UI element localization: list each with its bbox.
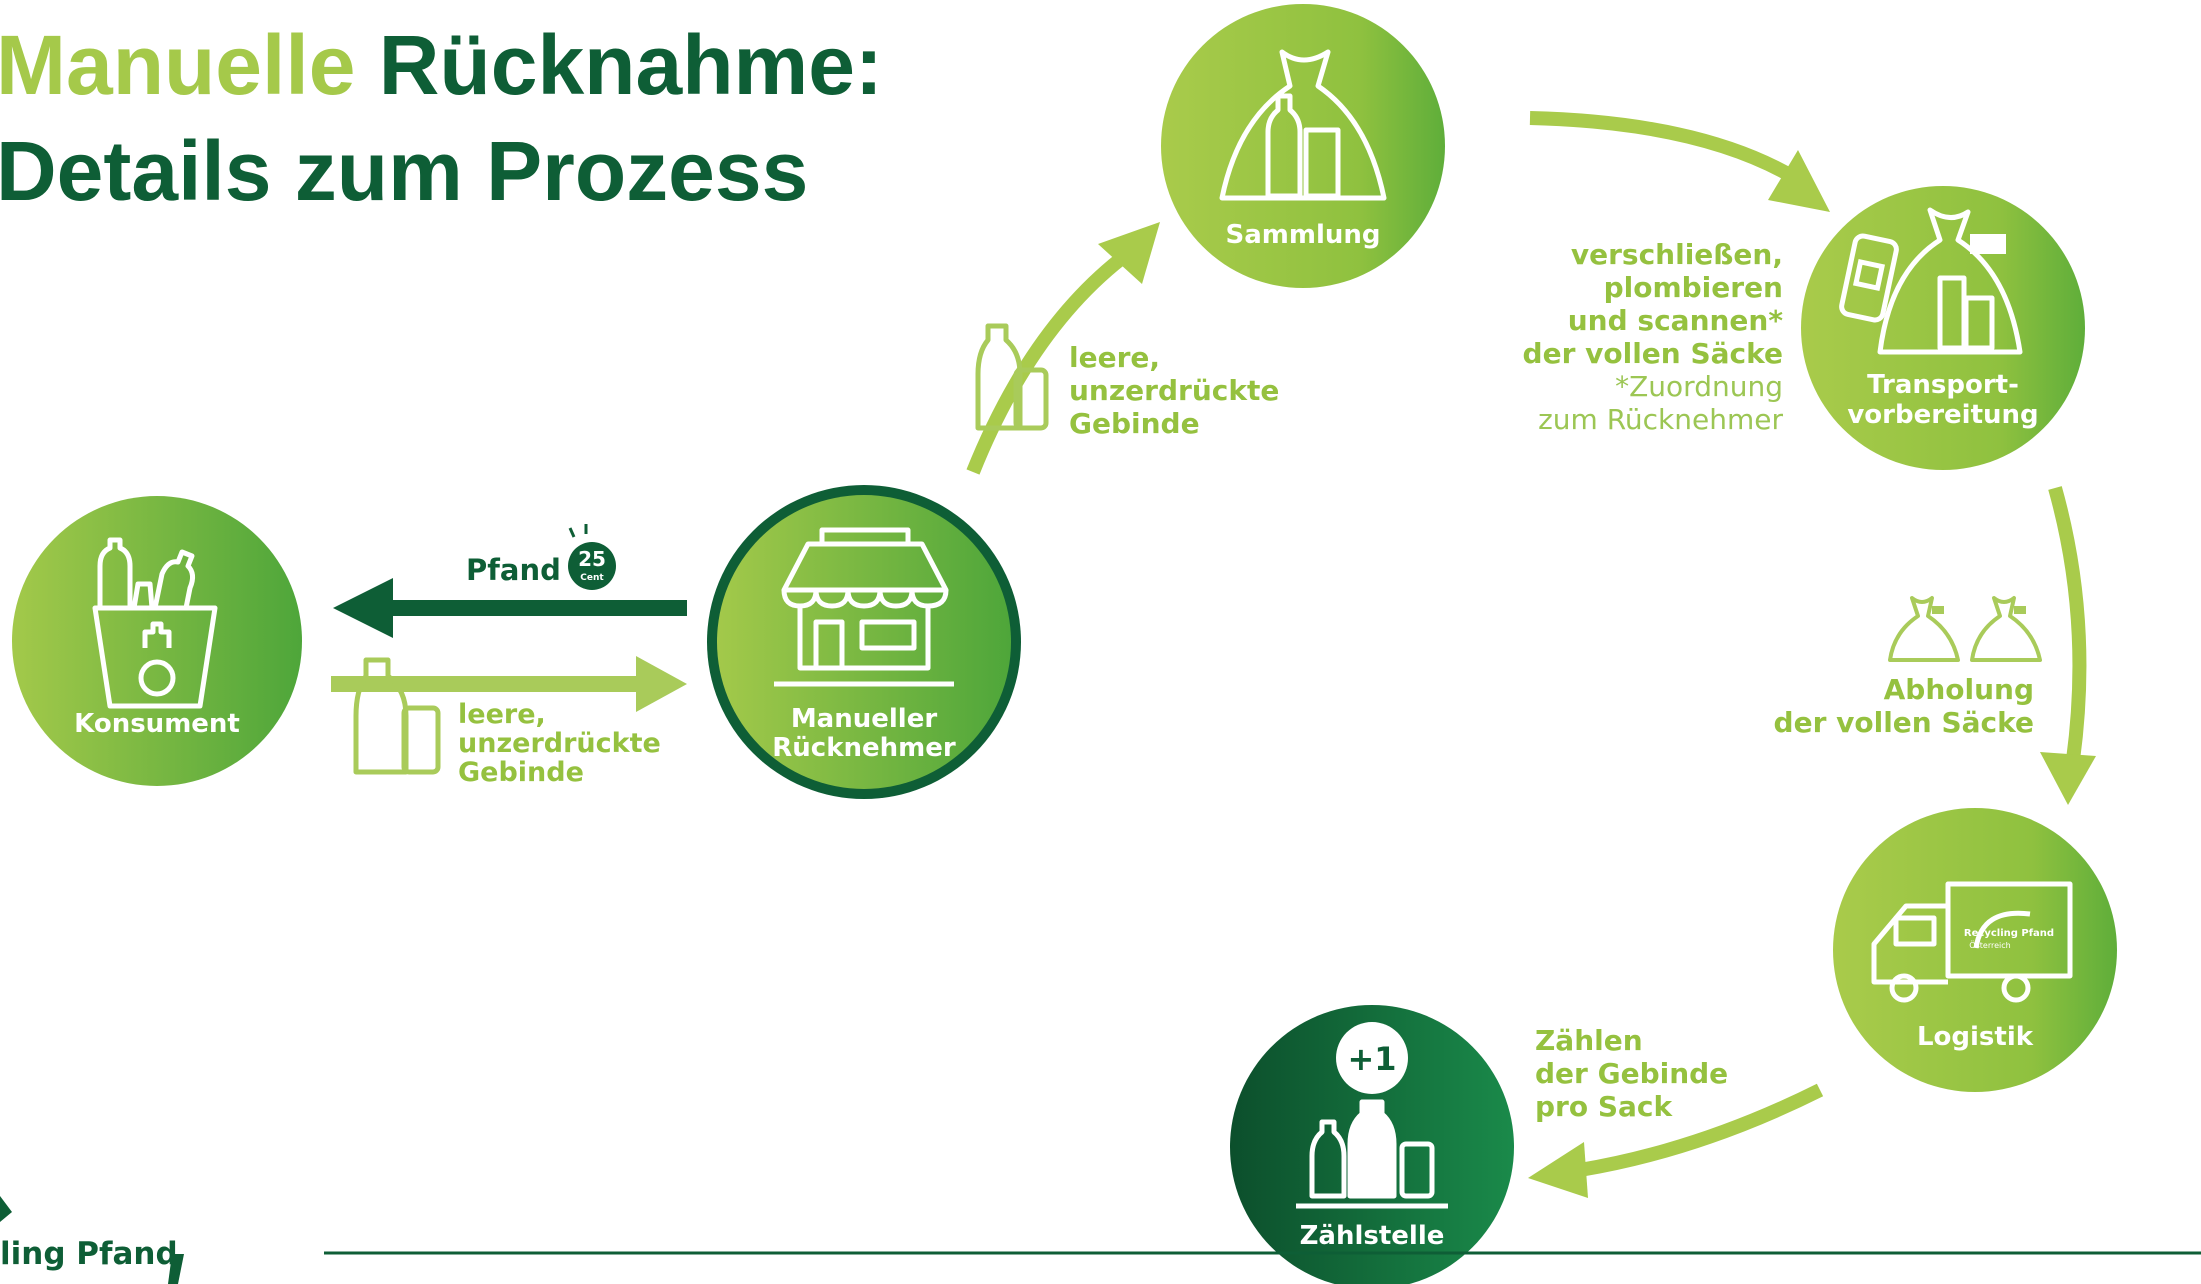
truck-brand-text: Recycling Pfand	[1964, 928, 2054, 939]
arrow-to-sammlung	[966, 222, 1160, 475]
recycling-bin-icon	[92, 537, 218, 709]
seal-note-line-2: zum Rücknehmer	[1538, 403, 1783, 436]
node-rucknehmer: Manueller Rücknehmer	[707, 485, 1021, 799]
plus-one-text: +1	[1347, 1040, 1396, 1078]
node-transport-label-2: vorbereitung	[1847, 400, 2038, 430]
plus-one-badge	[1336, 1022, 1408, 1094]
pickup-label: Abholung der vollen Säcke	[1774, 673, 2034, 739]
node-rucknehmer-label-1: Manueller	[791, 704, 938, 734]
gebinde-top-line-1: leere,	[1069, 341, 1161, 374]
gebinde-left-line-2: unzerdrückte	[458, 728, 661, 759]
pfand-arrow	[333, 578, 687, 638]
coin-icon: 25 Cent	[568, 524, 616, 590]
seal-label: verschließen, plombieren und scannen* de…	[1523, 238, 1783, 436]
seal-note-line-1: *Zuordnung	[1615, 370, 1783, 403]
node-logistik-label: Logistik	[1917, 1022, 2034, 1052]
shop-icon	[774, 527, 954, 687]
bottles-icon	[1296, 1099, 1448, 1209]
seal-line-2: plombieren	[1603, 271, 1783, 304]
count-label: Zählen der Gebinde pro Sack	[1535, 1024, 1728, 1123]
seal-line-1: verschließen,	[1570, 238, 1783, 271]
pickup-line-2: der vollen Säcke	[1773, 706, 2034, 739]
pfand-label: Pfand	[466, 553, 561, 587]
bottle-can-icon-2	[975, 323, 1049, 431]
title-part-2: Rücknahme:	[378, 18, 883, 112]
gebinde-left-line-3: Gebinde	[458, 757, 584, 788]
count-line-1: Zählen	[1535, 1024, 1643, 1057]
truck-sub-text: Österreich	[1969, 940, 2010, 950]
title-line-2: Details zum Prozess	[0, 124, 809, 218]
footer-logo-text: ling Pfand	[0, 1236, 178, 1272]
count-line-2: der Gebinde	[1535, 1057, 1729, 1090]
arrow-to-transport	[1529, 111, 1830, 212]
truck-icon	[1871, 881, 2073, 1003]
node-logistik: Recycling Pfand Österreich Logistik	[1833, 808, 2117, 1092]
pickup-line-1: Abholung	[1883, 673, 2034, 706]
node-konsument: Konsument	[12, 496, 302, 786]
node-zaehlstelle-label: Zählstelle	[1300, 1221, 1445, 1251]
gebinde-arrow	[331, 656, 687, 712]
gebinde-label-left: leere, unzerdrückte Gebinde	[458, 700, 661, 787]
sack-icon	[1219, 49, 1387, 201]
node-transport: Transport- vorbereitung	[1801, 186, 2085, 470]
seal-line-3: und scannen*	[1567, 304, 1783, 337]
bottle-can-icon	[353, 657, 441, 775]
logo-mark-icon	[0, 1196, 184, 1284]
gebinde-top-line-2: unzerdrückte	[1069, 374, 1280, 407]
gebinde-left-line-1: leere,	[458, 699, 546, 730]
gebinde-label-top: leere, unzerdrückte Gebinde	[1069, 341, 1279, 440]
node-sammlung-label: Sammlung	[1226, 220, 1381, 250]
arrow-to-logistik	[2040, 486, 2096, 805]
coin-value: 25	[578, 547, 606, 571]
coin-unit: Cent	[580, 573, 604, 583]
count-line-3: pro Sack	[1535, 1090, 1673, 1123]
sealed-sack-icon	[1877, 207, 2023, 355]
node-transport-label-1: Transport-	[1867, 370, 2019, 400]
gebinde-top-line-3: Gebinde	[1069, 407, 1200, 440]
node-sammlung: Sammlung	[1161, 4, 1445, 288]
scanner-phone-icon	[1839, 233, 1899, 323]
page-title: Manuelle Rücknahme: Details zum Prozess	[0, 12, 883, 224]
seal-line-4: der vollen Säcke	[1522, 337, 1783, 370]
node-rucknehmer-label-2: Rücknehmer	[772, 733, 956, 763]
small-sacks-icon	[1888, 596, 2042, 662]
node-zaehlstelle: +1 Zählstelle	[1230, 1005, 1514, 1284]
node-konsument-label: Konsument	[74, 709, 240, 739]
arrow-to-zaehlstelle	[1528, 1083, 1824, 1198]
title-part-1: Manuelle	[0, 18, 356, 112]
